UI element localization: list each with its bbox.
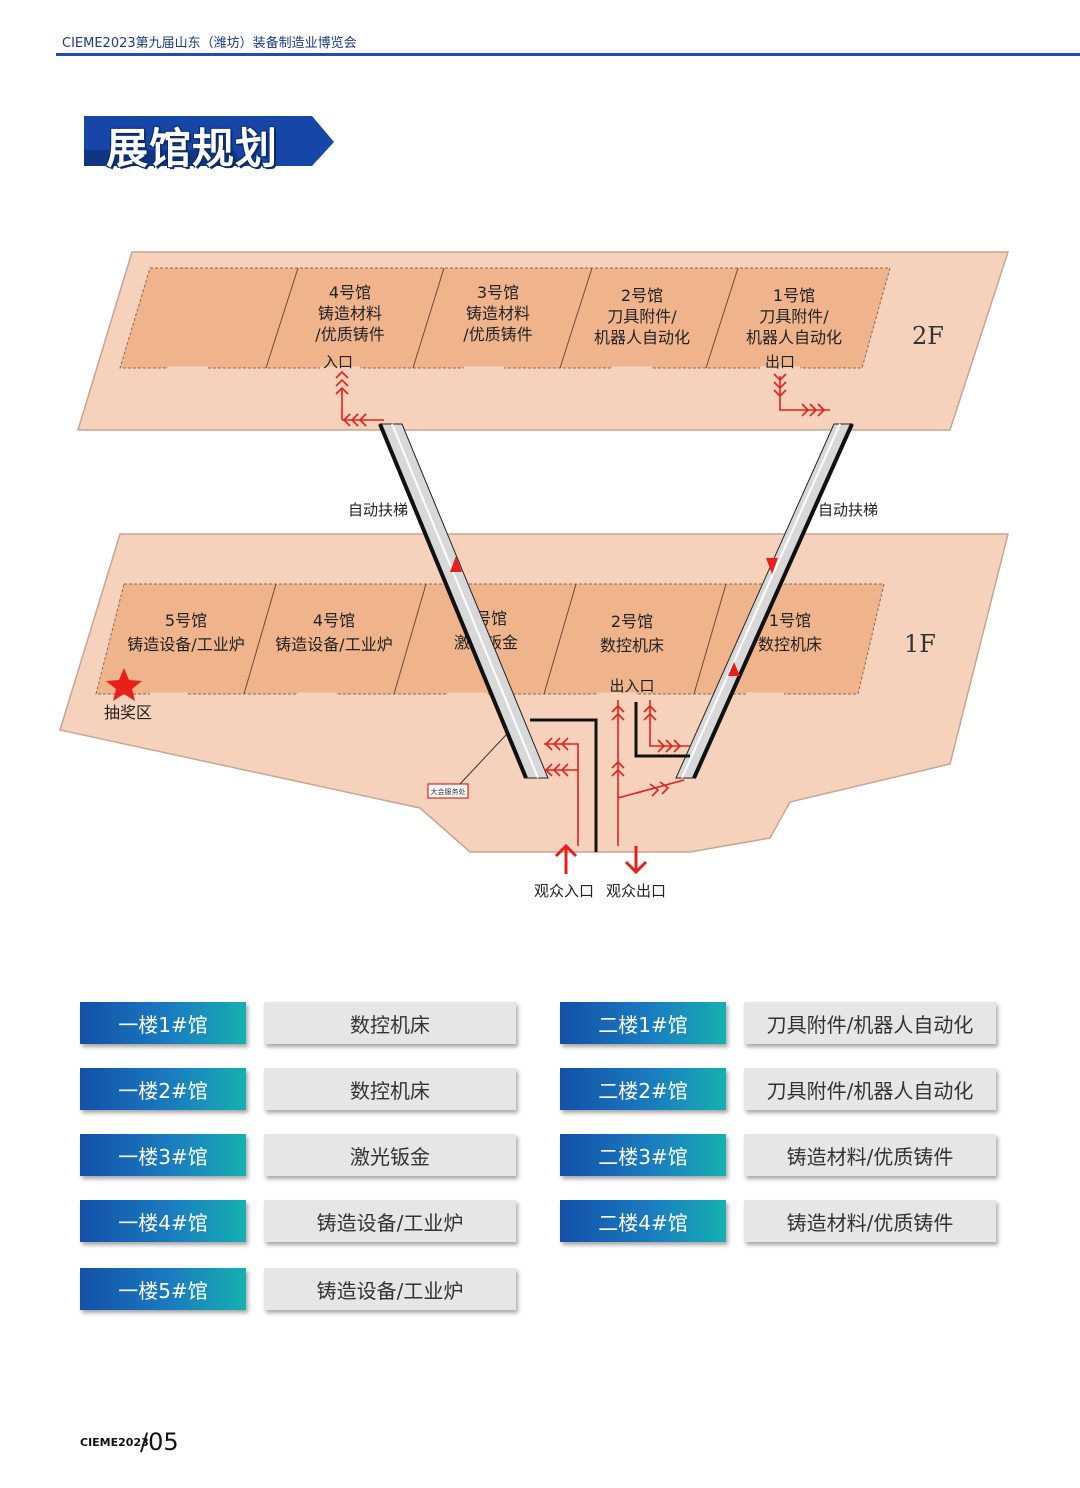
legend-tag-f1-3: 一楼3#馆 bbox=[80, 1134, 246, 1176]
visitor-entrance-arrow-icon bbox=[554, 843, 578, 874]
legend-value-f1-2: 数控机床 bbox=[264, 1068, 516, 1110]
escalator-right-label: 自动扶梯 bbox=[818, 501, 878, 519]
escalator-left bbox=[378, 423, 549, 779]
lottery-star-icon bbox=[106, 668, 142, 701]
header-title: CIEME2023第九届山东（潍坊）装备制造业博览会 bbox=[62, 36, 357, 51]
f1-hall2-name: 2号馆 bbox=[611, 612, 653, 631]
legend-value-f2-3: 铸造材料/优质铸件 bbox=[744, 1134, 996, 1176]
service-desk-box bbox=[427, 783, 469, 799]
lottery-label: 抽奖区 bbox=[104, 703, 152, 722]
visitor-exit-arrow-icon bbox=[624, 846, 648, 875]
legend-tag-f1-1: 一楼1#馆 bbox=[80, 1002, 246, 1044]
f2-hall2-name: 2号馆 bbox=[621, 286, 663, 305]
floor2-dividers bbox=[265, 267, 739, 369]
floor-plan-map: 4号馆 铸造材料 /优质铸件 3号馆 铸造材料 /优质铸件 2号馆 刀具附件/ … bbox=[59, 251, 1010, 900]
f1-hall2-line1: 数控机床 bbox=[600, 636, 664, 655]
floor1-dividers bbox=[243, 583, 727, 695]
escalator-right bbox=[675, 423, 854, 779]
f1-hall5-line1: 铸造设备/工业炉 bbox=[127, 635, 244, 654]
legend-value-f2-2: 刀具附件/机器人自动化 bbox=[744, 1068, 996, 1110]
f1-hall1-line1: 数控机床 bbox=[758, 635, 822, 654]
f2-hall3-line2: /优质铸件 bbox=[463, 325, 532, 344]
floor2-label: 2F bbox=[912, 322, 944, 350]
f2-hall1-line2: 机器人自动化 bbox=[746, 328, 842, 347]
visitor-entrance-label: 观众入口 bbox=[534, 882, 594, 900]
f1-hall1-name: 1号馆 bbox=[769, 611, 811, 630]
f2-hall1-name: 1号馆 bbox=[773, 286, 815, 305]
legend-tag-f2-3: 二楼3#馆 bbox=[560, 1134, 726, 1176]
footer-brand: CIEME2023 bbox=[80, 1436, 149, 1449]
legend-tag-f2-1: 二楼1#馆 bbox=[560, 1002, 726, 1044]
f2-hall2-line2: 机器人自动化 bbox=[594, 328, 690, 347]
legend-value-f1-5: 铸造设备/工业炉 bbox=[264, 1268, 516, 1310]
f1-hall4-line1: 铸造设备/工业炉 bbox=[275, 635, 392, 654]
floor2-halls-band bbox=[119, 267, 891, 369]
f2-hall1-line1: 刀具附件/ bbox=[759, 307, 829, 326]
f2-entrance-label: 入口 bbox=[323, 353, 353, 371]
f2-hall4-line2: /优质铸件 bbox=[315, 325, 384, 344]
header-rule bbox=[56, 53, 1080, 56]
banner-shape bbox=[84, 116, 334, 166]
legend-tag-f2-4: 二楼4#馆 bbox=[560, 1200, 726, 1242]
f2-hall3-name: 3号馆 bbox=[477, 283, 519, 302]
legend-value-f1-4: 铸造设备/工业炉 bbox=[264, 1200, 516, 1242]
f1-hall5-name: 5号馆 bbox=[165, 611, 207, 630]
f2-hall2-line1: 刀具附件/ bbox=[607, 307, 677, 326]
visitor-exit-label: 观众出口 bbox=[606, 882, 666, 900]
f1-hall4-name: 4号馆 bbox=[313, 611, 355, 630]
escalator-left-label: 自动扶梯 bbox=[348, 501, 408, 519]
f1-inout-label: 出入口 bbox=[609, 677, 654, 695]
legend-tag-f1-2: 一楼2#馆 bbox=[80, 1068, 246, 1110]
f2-exit-label: 出口 bbox=[765, 353, 795, 371]
f2-hall4-line1: 铸造材料 bbox=[318, 304, 382, 323]
floor1-label: 1F bbox=[904, 630, 936, 658]
footer-page-number: /05 bbox=[140, 1428, 179, 1456]
legend-value-f1-1: 数控机床 bbox=[264, 1002, 516, 1044]
entrance-walls bbox=[530, 702, 690, 852]
escalator-direction-arrows bbox=[450, 556, 778, 676]
f2-hall4-name: 4号馆 bbox=[329, 283, 371, 302]
legend-tag-f2-2: 二楼2#馆 bbox=[560, 1068, 726, 1110]
legend-tag-f1-4: 一楼4#馆 bbox=[80, 1200, 246, 1242]
legend-tag-f1-5: 一楼5#馆 bbox=[80, 1268, 246, 1310]
floor2-arrows bbox=[335, 370, 830, 427]
section-title-banner: 展馆规划 bbox=[84, 110, 334, 173]
legend-value-f2-1: 刀具附件/机器人自动化 bbox=[744, 1002, 996, 1044]
service-desk-label: 大会服务处 bbox=[431, 787, 466, 796]
legend-value-f2-4: 铸造材料/优质铸件 bbox=[744, 1200, 996, 1242]
floor1-route-arrows bbox=[544, 700, 690, 846]
legend-value-f1-3: 激光钣金 bbox=[264, 1134, 516, 1176]
section-title: 展馆规划 bbox=[106, 124, 279, 173]
f2-hall3-line1: 铸造材料 bbox=[466, 304, 530, 323]
